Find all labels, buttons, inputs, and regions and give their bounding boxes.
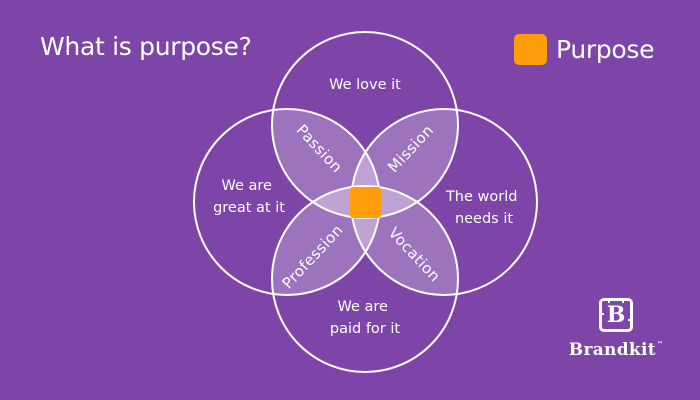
purpose-center-square <box>350 187 381 218</box>
legend-swatch-purpose <box>514 34 547 65</box>
brandkit-mark-letter: B <box>606 302 626 328</box>
circle-left-label: We are great at it <box>213 178 285 216</box>
brandkit-logo: B Brandkit™ <box>566 298 666 360</box>
brandkit-mark-icon: B <box>599 298 633 332</box>
circle-right-label: The world needs it <box>445 189 522 227</box>
circle-top-label: We love it <box>329 77 401 93</box>
circle-bottom <box>271 185 459 373</box>
trademark-symbol: ™ <box>656 341 664 348</box>
legend: Purpose <box>514 34 655 65</box>
brandkit-wordmark: Brandkit™ <box>569 340 663 360</box>
brand-name-text: Brandkit <box>568 340 656 360</box>
page-title: What is purpose? <box>40 32 252 61</box>
circle-bottom-label: We are paid for it <box>330 299 401 337</box>
legend-label: Purpose <box>556 35 655 64</box>
